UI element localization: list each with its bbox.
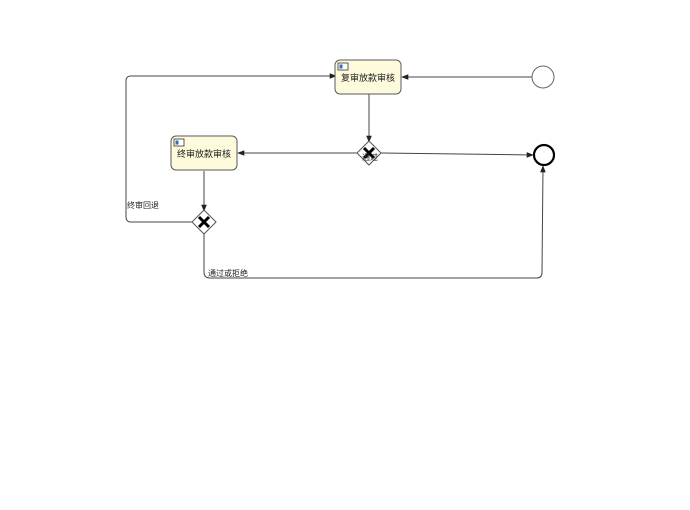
start-event[interactable] bbox=[531, 65, 555, 89]
task-review[interactable]: 复审放款审核 bbox=[334, 59, 402, 95]
user-task-icon bbox=[173, 138, 185, 147]
exclusive-gateway-review[interactable]: 通过 bbox=[356, 140, 382, 166]
x-icon bbox=[197, 215, 211, 229]
task-final-label: 终审放款审核 bbox=[177, 148, 231, 160]
flow-label-final-rollback: 终审回退 bbox=[127, 200, 159, 210]
exclusive-gateway-final[interactable] bbox=[191, 209, 217, 235]
flow-gateway-to-end[interactable] bbox=[380, 152, 534, 158]
task-final-box[interactable] bbox=[170, 135, 238, 171]
gateway-review-label: 通过 bbox=[362, 152, 378, 162]
end-event[interactable] bbox=[532, 143, 556, 167]
flow-label-pass-or-reject: 通过或拒绝 bbox=[208, 268, 248, 278]
x-icon bbox=[362, 146, 376, 160]
user-task-icon bbox=[337, 62, 349, 71]
task-final[interactable]: 终审放款审核 bbox=[170, 135, 238, 171]
flow-pass-or-reject[interactable] bbox=[203, 165, 546, 279]
task-review-label: 复审放款审核 bbox=[341, 72, 395, 84]
task-review-box[interactable] bbox=[334, 59, 402, 95]
flow-final-rollback[interactable] bbox=[125, 73, 337, 223]
